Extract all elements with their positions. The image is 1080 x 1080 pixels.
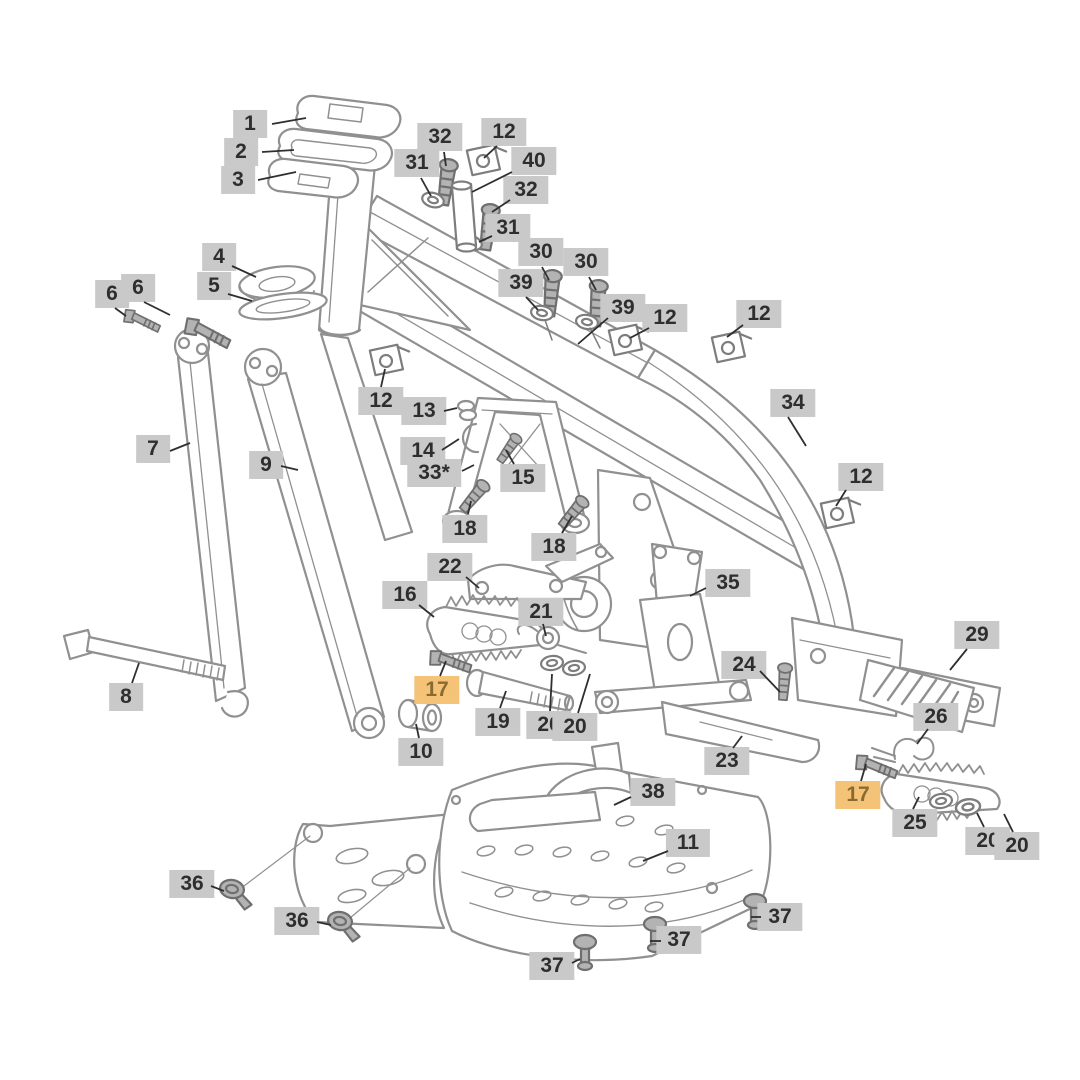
part-label-3[interactable]: 3 — [221, 165, 255, 195]
part-label-12[interactable]: 12 — [358, 386, 404, 416]
part-label-37[interactable]: 37 — [656, 925, 702, 955]
part-label-12[interactable]: 12 — [736, 299, 782, 329]
part-label-32[interactable]: 32 — [417, 122, 463, 152]
part-label-30[interactable]: 30 — [518, 237, 564, 267]
frame-art — [317, 134, 1002, 728]
part-label-15[interactable]: 15 — [500, 463, 546, 493]
part-label-20[interactable]: 20 — [552, 712, 598, 742]
part-label-29[interactable]: 29 — [954, 620, 1000, 650]
washers-clamps-art — [368, 142, 983, 818]
part-label-25[interactable]: 25 — [892, 808, 938, 838]
part-label-31[interactable]: 31 — [394, 148, 440, 178]
stand-arms-art — [62, 327, 386, 740]
steering-parts-art — [238, 94, 402, 321]
part-label-20[interactable]: 20 — [994, 831, 1040, 861]
part-label-30[interactable]: 30 — [563, 247, 609, 277]
part-label-35[interactable]: 35 — [705, 568, 751, 598]
part-label-8[interactable]: 8 — [109, 682, 143, 712]
part-label-39[interactable]: 39 — [498, 268, 544, 298]
part-label-32[interactable]: 32 — [503, 175, 549, 205]
part-label-9[interactable]: 9 — [249, 450, 283, 480]
part-label-37[interactable]: 37 — [529, 951, 575, 981]
part-label-31[interactable]: 31 — [485, 213, 531, 243]
part-label-12[interactable]: 12 — [481, 117, 527, 147]
part-label-11[interactable]: 11 — [665, 828, 711, 858]
part-label-18[interactable]: 18 — [442, 514, 488, 544]
part-label-36[interactable]: 36 — [169, 869, 215, 899]
part-label-17-selected[interactable]: 17 — [835, 780, 881, 810]
part-label-24[interactable]: 24 — [721, 650, 767, 680]
part-label-23[interactable]: 23 — [704, 746, 750, 776]
part-label-39[interactable]: 39 — [600, 293, 646, 323]
part-label-34[interactable]: 34 — [770, 388, 816, 418]
part-label-22[interactable]: 22 — [427, 552, 473, 582]
part-label-7[interactable]: 7 — [136, 434, 170, 464]
left-footpeg-art — [397, 542, 615, 733]
part-label-12[interactable]: 12 — [642, 303, 688, 333]
part-label-37[interactable]: 37 — [757, 902, 803, 932]
skid-plate-art — [243, 741, 772, 962]
part-label-12[interactable]: 12 — [838, 462, 884, 492]
part-label-26[interactable]: 26 — [913, 702, 959, 732]
part-label-2[interactable]: 2 — [224, 137, 258, 167]
part-label-4[interactable]: 4 — [202, 242, 236, 272]
part-label-19[interactable]: 19 — [475, 707, 521, 737]
part-label-21[interactable]: 21 — [518, 597, 564, 627]
part-label-10[interactable]: 10 — [398, 737, 444, 767]
part-label-36[interactable]: 36 — [274, 906, 320, 936]
part-label-1[interactable]: 1 — [233, 109, 267, 139]
part-label-18[interactable]: 18 — [531, 532, 577, 562]
part-label-13[interactable]: 13 — [401, 396, 447, 426]
part-label-40[interactable]: 40 — [511, 146, 557, 176]
part-label-5[interactable]: 5 — [197, 271, 231, 301]
part-label-6[interactable]: 6 — [121, 273, 155, 303]
part-label-33[interactable]: 33* — [407, 458, 461, 488]
part-label-38[interactable]: 38 — [630, 777, 676, 807]
part-label-17-selected[interactable]: 17 — [414, 675, 460, 705]
part-label-16[interactable]: 16 — [382, 580, 428, 610]
